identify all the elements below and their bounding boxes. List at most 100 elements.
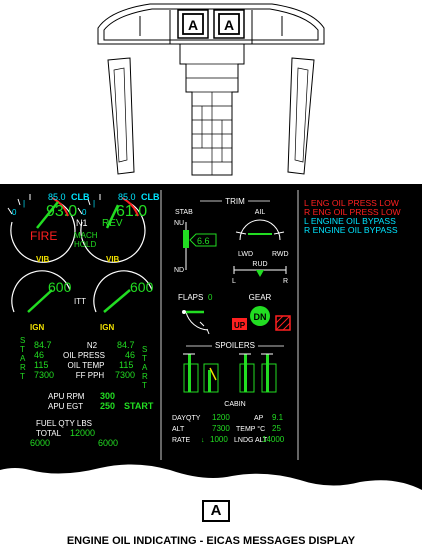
eicas-message: L ENGINE OIL BYPASS [304,216,396,226]
eng1-vib-label: VIB [36,255,50,264]
start-letter: S [20,336,25,345]
start-letter: S [142,345,147,354]
flaps-tick [199,321,205,327]
n1-scale-mark: | [23,199,25,208]
cabin-label: AP [254,415,264,422]
itt-needle [27,289,53,313]
cabin-label: TEMP °C [236,425,265,433]
cabin-value: 1200 [212,413,230,422]
flaps-scale-arc [185,311,209,331]
stab-trim-pointer [189,233,217,247]
eng1-n2-value: 84.7 [34,340,52,350]
apu-rpm-value: 300 [100,391,115,401]
fuel-total-value: 12000 [70,428,95,438]
eng2-oil-temp-value: 115 [119,360,133,370]
flaps-tick [206,328,210,335]
n1-redline-arc [51,197,69,217]
cabin-value: 1000 [210,435,228,444]
cabin-label: ALT [172,426,185,433]
reference-box-left-inner [182,13,204,35]
eng2-n1-mode: CLB [141,192,160,202]
itt-gauge-arc [11,270,71,313]
figure-caption: ENGINE OIL INDICATING - EICAS MESSAGES D… [66,535,356,547]
n1-needle [36,201,59,229]
cabin-title: CABIN [224,401,245,408]
flaps-label: FLAPS [178,293,203,302]
engine-parameter-table: 84.7 46 115 7300 N2 OIL PRESS OIL TEMP F… [34,340,135,380]
n1-needle [105,204,120,229]
spoiler-position-bars [188,354,269,392]
cabin-rate-arrow: ↓ [201,437,205,444]
n1-gauge-arc [80,201,146,263]
stab-trim-value: 6.6 [197,236,210,246]
itt-needle [103,289,131,313]
gear-up-text: UP [234,321,246,330]
eng1-oil-press-value: 46 [34,350,44,360]
reference-box-right-inner [218,13,240,35]
left-side-panel-inner [113,67,128,163]
oil-press-label: OIL PRESS [63,351,105,360]
right-side-panel-inner [294,67,309,163]
fuel-left-value: 6000 [30,438,50,448]
eng2-ign-label: IGN [100,323,114,332]
spoiler-bar [208,370,211,392]
hold-label: HOLD [74,240,96,249]
cabin-value: 25 [272,424,281,433]
eicas-display-background [0,184,422,490]
itt-gauge-arc [93,270,153,313]
trim-title: TRIM [225,197,245,206]
glareshield-inner [103,8,319,41]
spoiler-bar [244,354,247,392]
aileron-lwd-label: LWD [238,251,253,258]
aileron-label: AIL [255,209,266,216]
n1-scale-mark: | [93,199,95,208]
n1-scale-zero: 0 [12,208,17,217]
fuel-qty-label: FUEL QTY LBS [36,419,92,428]
eng2-oil-press-value: 46 [125,350,135,360]
eng2-reverse-indicator: REV [102,218,123,229]
rudder-label: RUD [252,261,267,268]
cockpit-drawing [97,3,325,176]
ff-pph-label: FF PPH [76,371,105,380]
stab-label: STAB [175,209,193,216]
reference-label-right: A [224,17,234,33]
eng2-start-indicator: S T A R T [142,345,148,390]
gear-transit-hatch [275,315,291,331]
spoiler-deflection-mark [209,367,217,381]
eicas-message-list: L ENG OIL PRESS LOW R ENG OIL PRESS LOW … [304,198,402,235]
spoilers-label: SPOILERS [215,341,255,350]
gear-nose-down-indicator [250,306,270,326]
eng2-fuel-flow-value: 7300 [115,370,135,380]
eng2-n1-command: 85.0 [118,192,136,202]
fuel-right-value: 6000 [98,438,118,448]
cabin-row-2: ALT 7300 TEMP °C 25 [172,424,281,433]
n1-redline-arc [121,197,139,217]
reference-box-a: A [202,500,230,522]
stab-nose-up-label: NU [174,220,184,227]
gear-left-up-indicator [232,318,247,330]
oil-temp-label: OIL TEMP [68,361,105,370]
n1-gauge-arc [10,201,76,263]
itt-label: ITT [74,297,86,306]
apu-start-status: START [124,401,154,411]
eng1-fuel-flow-value: 7300 [34,370,54,380]
engine-1-itt-gauge [11,270,71,313]
flaps-value: 0 [208,293,213,302]
eng1-start-indicator: S T A R T [20,336,26,381]
start-letter: A [20,354,26,363]
gear-dn-text: DN [254,312,267,322]
eng1-ign-label: IGN [30,323,44,332]
eng2-n1-value: 61.0 [116,203,147,220]
aileron-trim-arc [239,219,281,241]
stab-nose-down-label: ND [174,267,184,274]
glareshield-outline [97,3,325,45]
aileron-rwd-label: RWD [272,251,289,258]
cabin-label: DAY [172,415,186,422]
start-letter: A [142,363,148,372]
apu-rpm-label: APU RPM [48,392,85,401]
rudder-right-label: R [283,278,288,285]
rudder-trim-pointer [256,270,264,277]
eicas-message: L ENG OIL PRESS LOW [304,198,400,208]
eng1-n1-mode: CLB [71,192,90,202]
